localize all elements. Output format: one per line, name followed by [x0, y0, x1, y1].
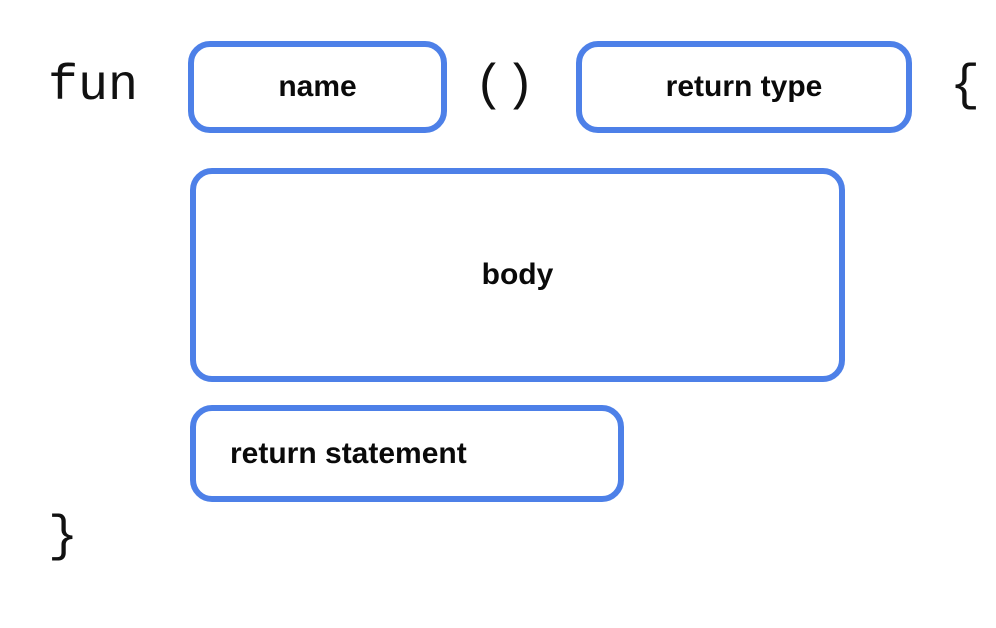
- keyword-fun-token: fun: [48, 58, 139, 115]
- slot-function-name-label: name: [278, 70, 357, 103]
- slot-function-body[interactable]: body: [190, 168, 845, 382]
- slot-function-name[interactable]: name: [188, 41, 447, 133]
- slot-return-statement-label: return statement: [230, 436, 467, 470]
- slot-return-type-label: return type: [665, 70, 823, 103]
- open-brace-token: {: [950, 58, 981, 115]
- close-brace-token: }: [48, 509, 79, 566]
- slot-return-type[interactable]: return type: [576, 41, 912, 133]
- slot-return-statement[interactable]: return statement: [190, 405, 624, 502]
- slot-function-body-label: body: [481, 258, 554, 291]
